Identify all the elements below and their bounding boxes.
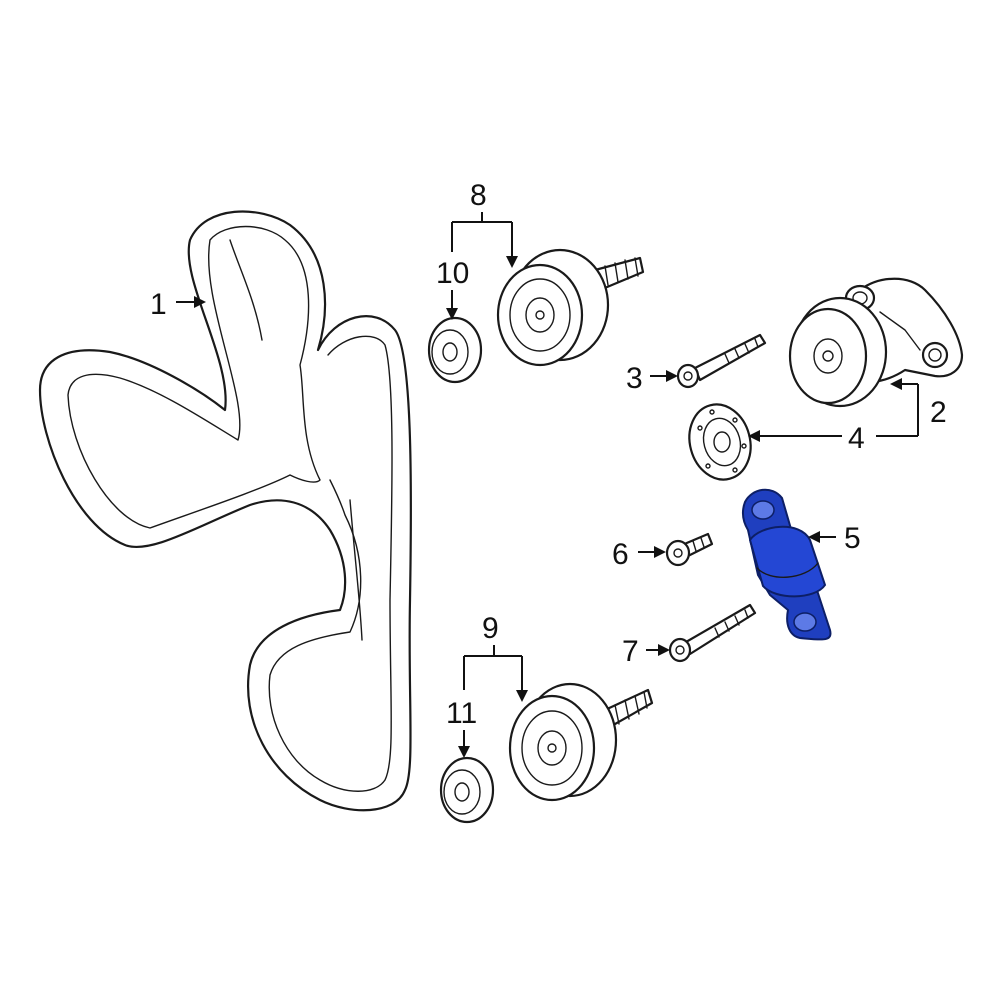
upper-idler-pulley[interactable] xyxy=(496,248,645,367)
callout-number: 3 xyxy=(626,362,643,395)
tensioner-bolt-short[interactable] xyxy=(665,532,714,567)
callout-number: 2 xyxy=(930,396,947,429)
callout-8-10: 8 10 xyxy=(436,179,518,320)
lower-dust-cap[interactable] xyxy=(439,756,495,824)
callout-number: 11 xyxy=(446,697,477,730)
callout-6: 6 xyxy=(612,538,666,571)
lower-idler-pulley[interactable] xyxy=(508,682,654,802)
callout-number: 8 xyxy=(470,179,487,212)
callout-9-11: 9 11 xyxy=(446,612,528,758)
tensioner-assembly[interactable] xyxy=(788,277,964,408)
callout-2: 2 xyxy=(890,378,947,436)
callout-5: 5 xyxy=(808,522,861,555)
callout-1: 1 xyxy=(150,288,206,321)
callout-4: 4 xyxy=(748,422,918,455)
callout-7: 7 xyxy=(622,635,670,668)
callout-number: 7 xyxy=(622,635,639,668)
upper-dust-cap[interactable] xyxy=(427,316,483,384)
tensioner-gasket[interactable] xyxy=(681,398,759,487)
tensioner-bolt-upper[interactable] xyxy=(676,333,767,389)
tensioner-strut-highlighted[interactable] xyxy=(742,488,832,641)
callout-number: 10 xyxy=(436,257,469,290)
tensioner-bolt-long[interactable] xyxy=(668,603,757,663)
callout-number: 9 xyxy=(482,612,499,645)
callout-number: 4 xyxy=(848,422,865,455)
callout-number: 5 xyxy=(844,522,861,555)
callout-number: 1 xyxy=(150,288,167,321)
callout-3: 3 xyxy=(626,362,678,395)
drive-belt[interactable] xyxy=(38,210,412,812)
callout-number: 6 xyxy=(612,538,629,571)
